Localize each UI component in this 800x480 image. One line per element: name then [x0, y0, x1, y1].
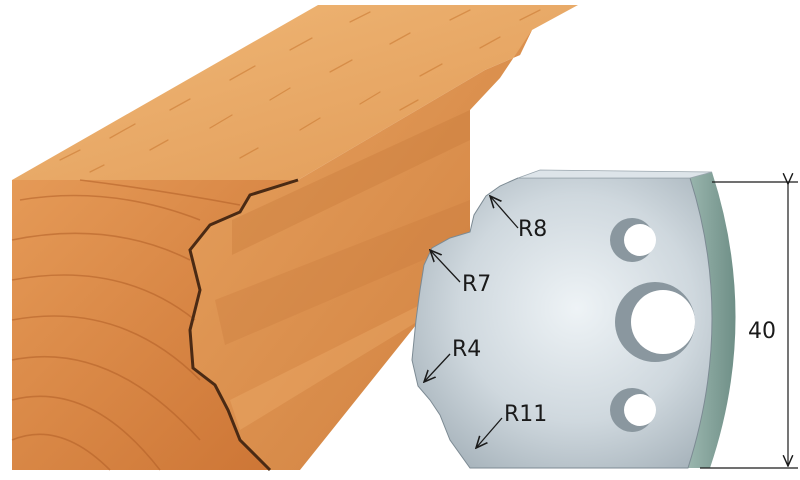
r7-leader: [430, 250, 461, 283]
height-dimension: [700, 182, 798, 469]
knife-holes: [610, 218, 695, 432]
wood-side-groove: [232, 110, 470, 255]
label-r7: R7: [462, 272, 491, 297]
radius-leaders: [424, 196, 519, 448]
knife-bevel-edge: [688, 172, 736, 468]
label-r11: R11: [504, 402, 547, 427]
wood-side-highlight: [230, 290, 450, 430]
knife-plate: [411, 169, 736, 469]
r4-leader: [424, 353, 451, 382]
wood-profile-outline: [188, 178, 299, 472]
wood-side-groove-2: [215, 200, 470, 345]
wood-side-face: [190, 30, 532, 470]
label-height: 40: [748, 319, 776, 344]
wood-end-face: [12, 180, 298, 470]
r11-leader: [476, 417, 503, 448]
wood-end-rings: [11, 179, 241, 471]
knife-top-edge: [517, 169, 713, 179]
label-r4: R4: [452, 337, 481, 362]
r8-leader: [490, 196, 519, 229]
wood-top-grain: [59, 9, 541, 173]
label-r8: R8: [518, 217, 547, 242]
wood-block: [11, 5, 578, 472]
wood-top-face: [12, 5, 578, 180]
